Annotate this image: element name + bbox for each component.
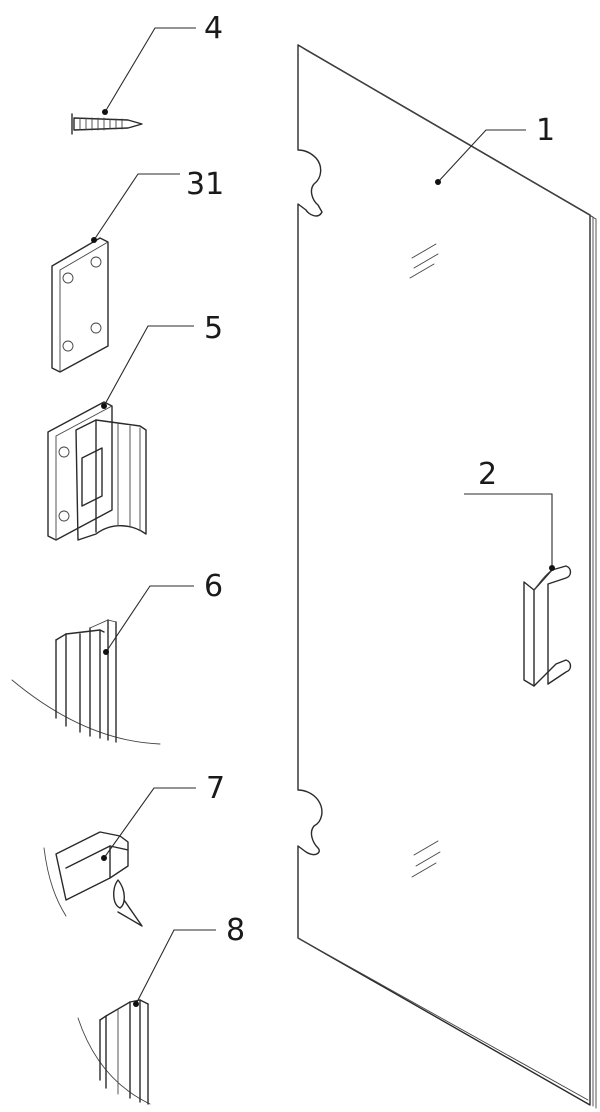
door-handle [523,565,572,687]
leader-2 [464,493,553,568]
drip-seal-profile [43,831,143,927]
magnetic-seal-profile [77,999,151,1105]
seal-profile [11,619,161,745]
leader-7 [103,787,196,859]
callout-5: 5 [204,311,223,346]
callout-6: 6 [204,569,223,604]
leader-8 [135,929,216,1005]
callout-numbers: 4 31 5 6 7 8 1 2 [186,11,555,948]
callout-31: 31 [186,167,224,202]
callout-4: 4 [204,11,223,46]
callout-7: 7 [206,771,225,806]
leader-4 [104,27,196,113]
hinge-mounting-plate [51,237,109,373]
screw [71,113,143,135]
leader-6 [105,585,194,653]
leader-31 [93,173,180,241]
leader-1 [437,129,526,183]
callout-8: 8 [226,913,245,948]
callout-2: 2 [478,457,497,492]
leader-lines [91,27,555,1007]
leader-5 [103,325,194,407]
hinge [47,401,147,541]
glass-door-panel [297,44,597,1109]
callout-1: 1 [536,113,555,148]
